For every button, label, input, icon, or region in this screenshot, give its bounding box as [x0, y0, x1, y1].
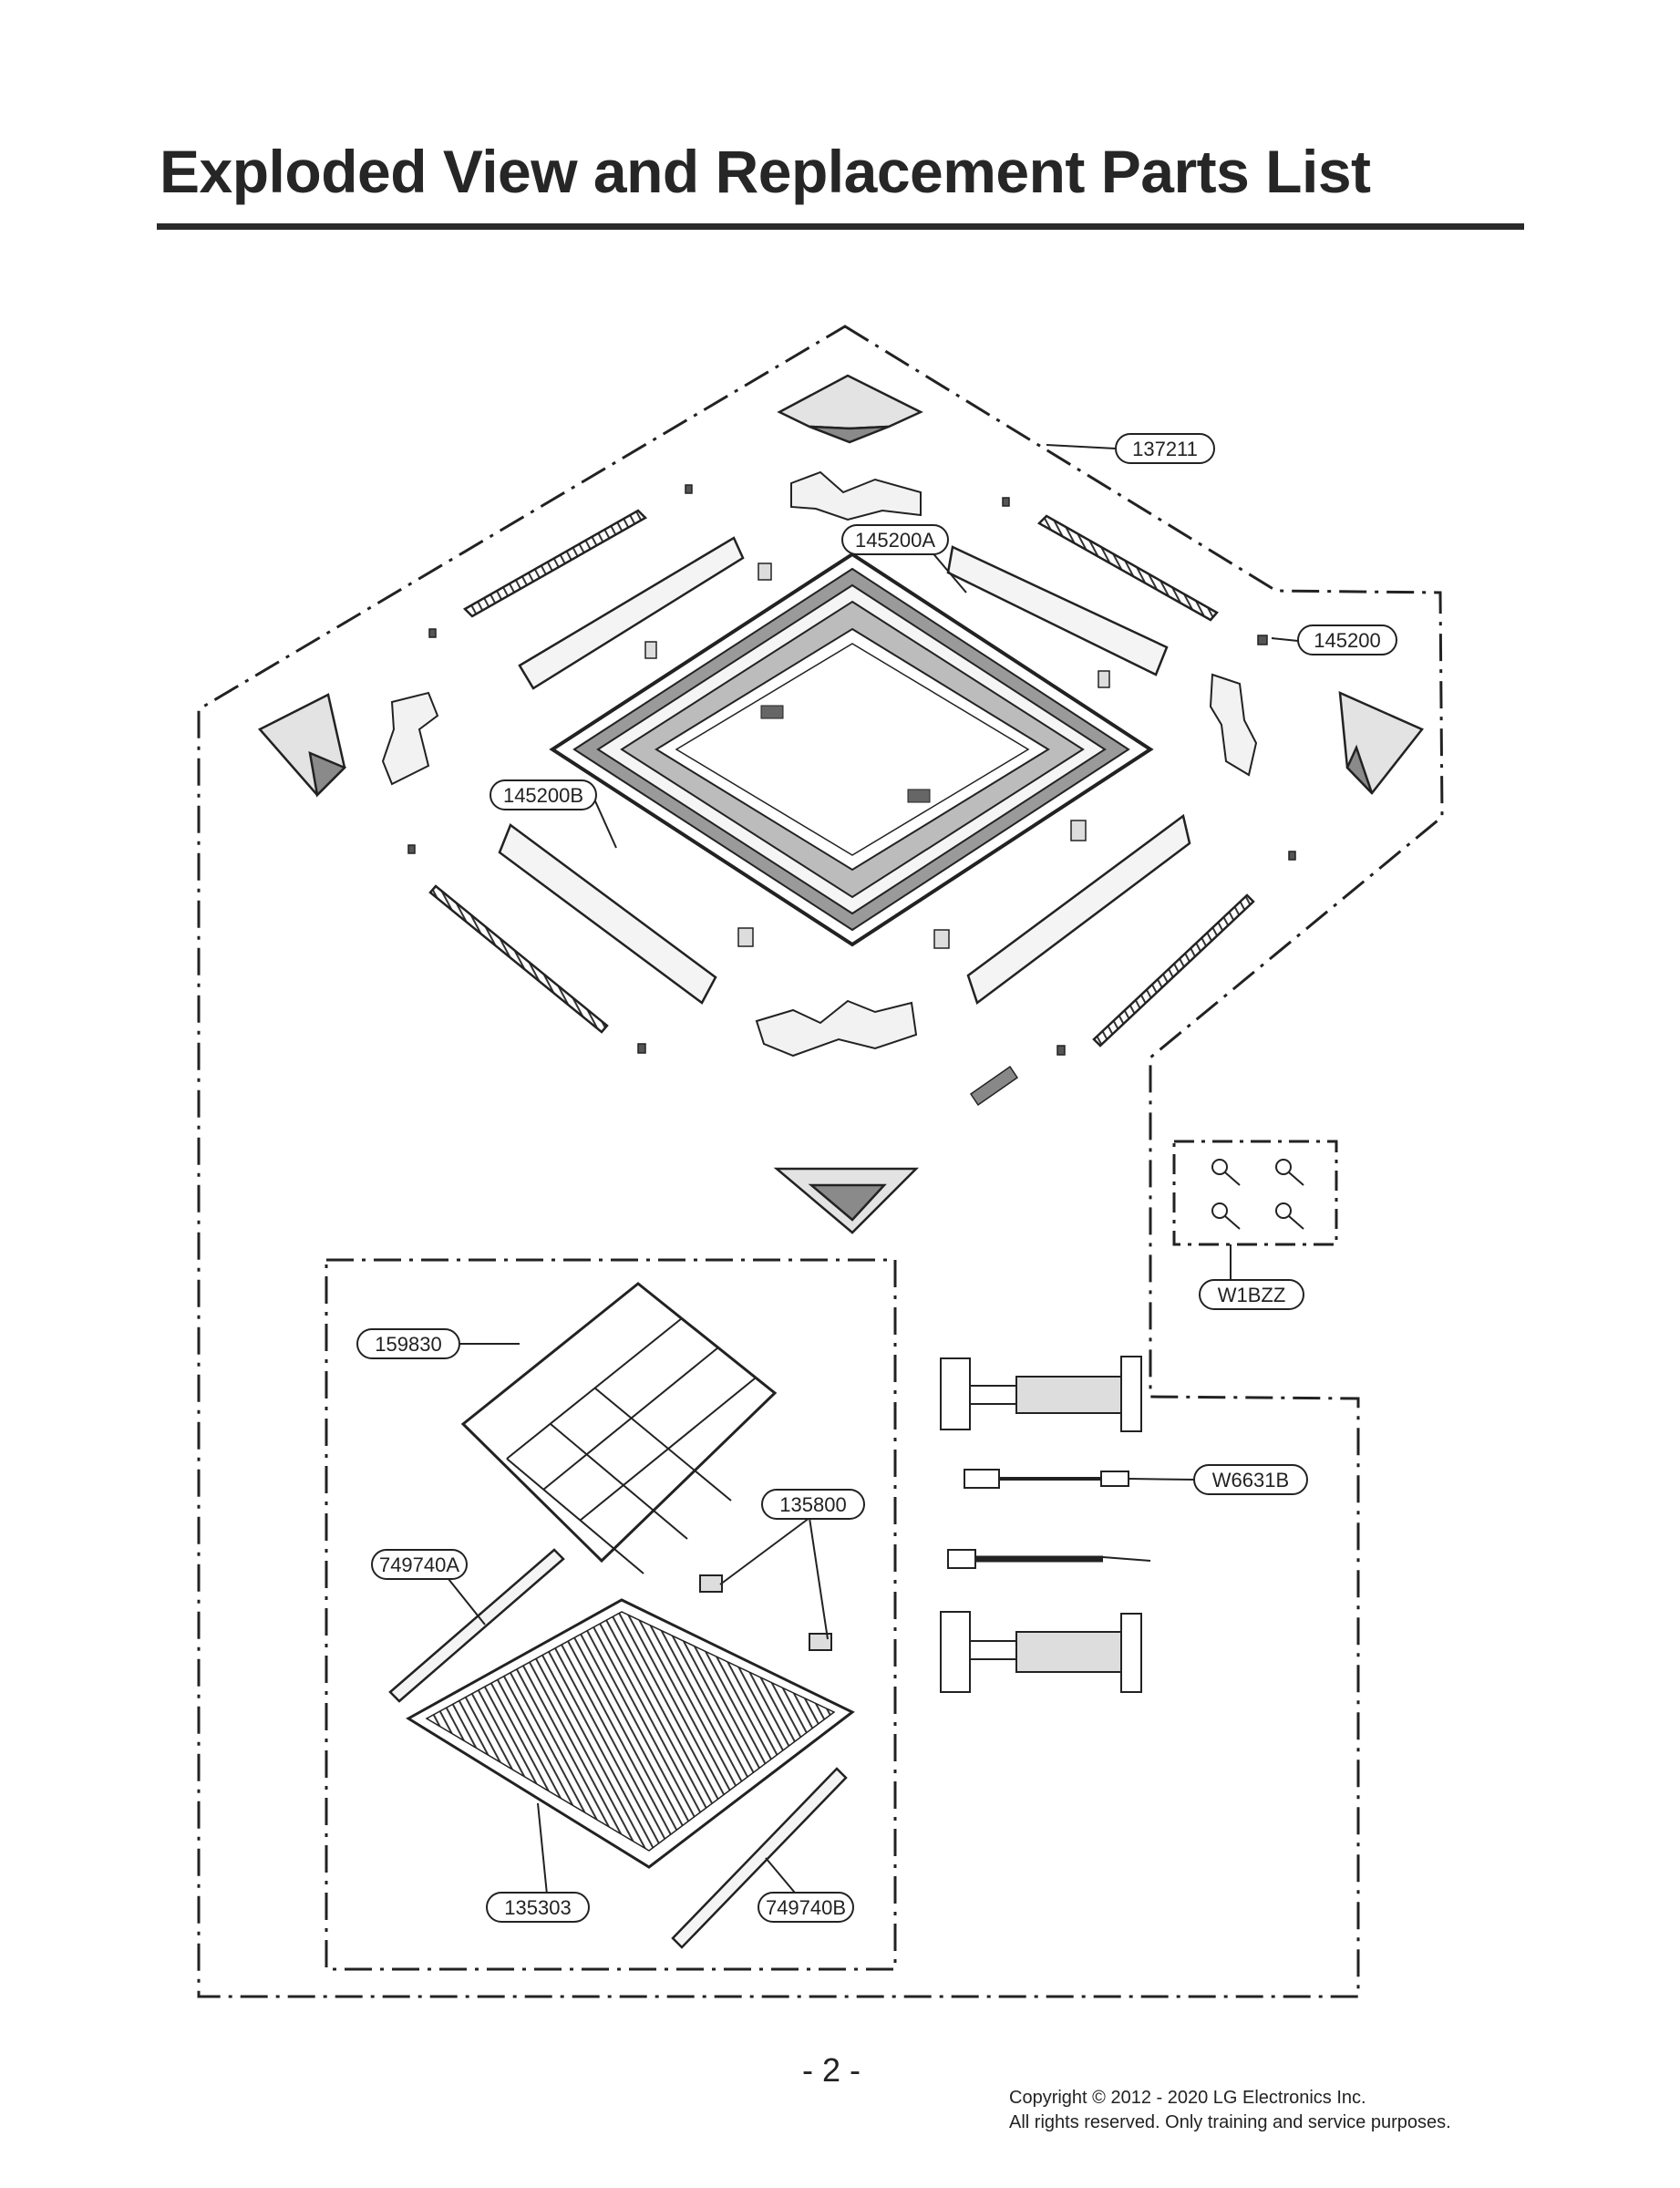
- callout-749740B: 749740B: [758, 1892, 854, 1923]
- vane-covers: [498, 536, 1191, 1006]
- callout-145200B: 145200B: [490, 779, 597, 810]
- callout-135303: 135303: [486, 1892, 590, 1923]
- callout-135800: 135800: [761, 1489, 865, 1520]
- inlet-grille: [406, 1598, 855, 1869]
- callout-label: 749740B: [766, 1896, 846, 1919]
- corner-cover-right: [1338, 690, 1424, 795]
- callout-label: 145200: [1314, 629, 1380, 652]
- callout-label: 159830: [375, 1333, 441, 1356]
- title-rule: [157, 223, 1524, 230]
- page-title: Exploded View and Replacement Parts List: [160, 138, 1371, 205]
- callout-W1BZZ: W1BZZ: [1199, 1279, 1304, 1310]
- callout-label: 145200B: [503, 784, 583, 807]
- assembly-boundary: [197, 325, 1444, 1998]
- copyright-line-1: Copyright © 2012 - 2020 LG Electronics I…: [1009, 2088, 1366, 2108]
- wire-harnesses: [940, 1356, 1151, 1693]
- screw-set: [1211, 1159, 1304, 1230]
- callout-label: 137211: [1132, 438, 1198, 460]
- callout-label: W6631B: [1212, 1469, 1289, 1491]
- copyright-line-2: All rights reserved. Only training and s…: [1009, 2112, 1451, 2132]
- callout-749740A: 749740A: [371, 1549, 468, 1580]
- page-number: - 2 -: [802, 2051, 861, 2089]
- sensors: [699, 1574, 832, 1651]
- callout-label: 135800: [779, 1493, 846, 1516]
- callout-label: 145200A: [855, 529, 935, 552]
- filter-rails: [388, 1548, 848, 1949]
- copyright-notice: Copyright © 2012 - 2020 LG Electronics I…: [1009, 2086, 1451, 2135]
- callout-145200: 145200: [1297, 624, 1397, 655]
- corner-cover-left: [257, 693, 347, 798]
- corner-cover-top: [777, 374, 923, 444]
- small-clips: [407, 484, 1296, 1107]
- callout-label: W1BZZ: [1218, 1284, 1286, 1306]
- main-frame: [549, 552, 1154, 947]
- callout-137211: 137211: [1115, 433, 1215, 464]
- corner-brackets: [381, 470, 1258, 1058]
- air-filter: [460, 1282, 778, 1574]
- corner-cover-bottom: [773, 1167, 920, 1234]
- callout-145200A: 145200A: [841, 524, 949, 555]
- vanes: [428, 509, 1255, 1048]
- screw-group-boundary: [1172, 1140, 1338, 1246]
- callout-label: 749740A: [379, 1553, 459, 1576]
- filter-group-boundary: [325, 1258, 897, 1971]
- callout-W6631B: W6631B: [1193, 1464, 1308, 1495]
- callout-label: 135303: [504, 1896, 571, 1919]
- callout-159830: 159830: [356, 1328, 460, 1359]
